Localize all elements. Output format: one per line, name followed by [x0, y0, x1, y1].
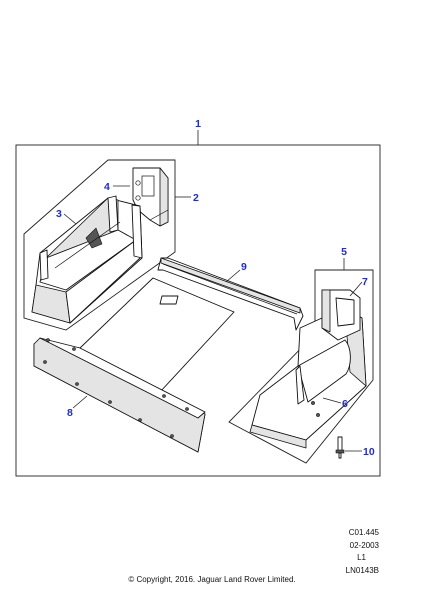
callout-8[interactable]: 8 [67, 407, 73, 419]
reference-code: C01.445 [348, 528, 379, 537]
part-7-bracket [321, 289, 361, 341]
leader-3 [63, 213, 77, 225]
leader-9 [225, 269, 241, 283]
callout-7[interactable]: 7 [362, 276, 368, 288]
leader-7 [349, 281, 363, 297]
leader-6 [322, 397, 342, 404]
part-6-wheel-arch-box [249, 307, 367, 449]
callout-9[interactable]: 9 [241, 261, 247, 273]
reference-level: L1 [357, 553, 366, 562]
part-9-rail [157, 257, 304, 331]
leader-8 [72, 395, 88, 409]
callout-2[interactable]: 2 [193, 192, 199, 204]
part-4-bracket [132, 167, 169, 227]
subassembly-frame-left [23, 159, 176, 331]
part-8-floor-panel [33, 277, 235, 453]
callout-1[interactable]: 1 [195, 118, 201, 130]
drawing-number: LN0143B [345, 566, 379, 575]
callout-5[interactable]: 5 [341, 246, 347, 258]
callout-4[interactable]: 4 [104, 181, 110, 193]
callout-6[interactable]: 6 [342, 398, 348, 410]
callout-3[interactable]: 3 [56, 208, 62, 220]
copyright-notice: © Copyright, 2016. Jaguar Land Rover Lim… [128, 575, 296, 584]
part-10-fastener [335, 436, 345, 459]
callout-10[interactable]: 10 [363, 446, 375, 458]
reference-date: 02-2003 [349, 541, 379, 550]
part-3-seat-box [31, 195, 143, 324]
